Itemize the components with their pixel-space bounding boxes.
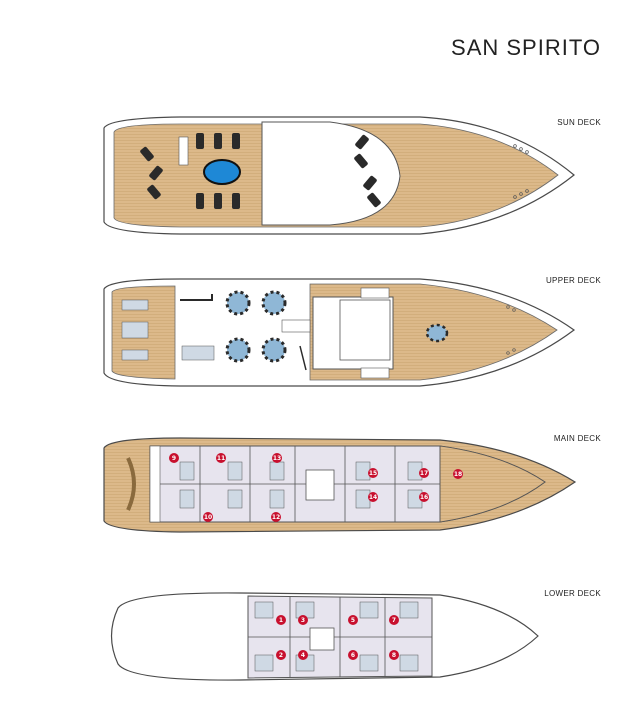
cabin-marker-1: 1 bbox=[276, 615, 286, 625]
svg-text:9: 9 bbox=[172, 455, 176, 462]
cabin-marker-5: 5 bbox=[348, 615, 358, 625]
svg-text:16: 16 bbox=[420, 494, 428, 501]
cabin-marker-15: 15 bbox=[368, 468, 378, 478]
svg-text:13: 13 bbox=[273, 455, 281, 462]
cabin-marker-12: 12 bbox=[271, 512, 281, 522]
svg-text:4: 4 bbox=[301, 652, 305, 659]
cabin-marker-9: 9 bbox=[169, 453, 179, 463]
svg-text:17: 17 bbox=[420, 470, 428, 477]
cabin-marker-17: 17 bbox=[419, 468, 429, 478]
svg-text:14: 14 bbox=[369, 494, 377, 501]
cabin-marker-7: 7 bbox=[389, 615, 399, 625]
svg-text:10: 10 bbox=[204, 514, 212, 521]
cabin-marker-10: 10 bbox=[203, 512, 213, 522]
svg-text:18: 18 bbox=[454, 471, 462, 478]
upper-deck bbox=[103, 278, 576, 387]
pool bbox=[203, 159, 241, 185]
svg-text:8: 8 bbox=[392, 652, 396, 659]
cabin-marker-8: 8 bbox=[389, 650, 399, 660]
svg-text:12: 12 bbox=[272, 514, 280, 521]
main-deck bbox=[103, 437, 577, 533]
main-deck-label: MAIN DECK bbox=[553, 434, 601, 443]
svg-text:11: 11 bbox=[217, 455, 225, 462]
lower-deck-label: LOWER DECK bbox=[544, 589, 601, 598]
upper-dining-tables bbox=[225, 290, 449, 363]
cabin-marker-2: 2 bbox=[276, 650, 286, 660]
cabin-marker-16: 16 bbox=[419, 492, 429, 502]
ship-title: SAN SPIRITO bbox=[451, 35, 601, 60]
svg-text:6: 6 bbox=[351, 652, 355, 659]
svg-text:2: 2 bbox=[279, 652, 283, 659]
sun-deck-label: SUN DECK bbox=[557, 118, 601, 127]
sun-deck-opening bbox=[261, 121, 401, 226]
cabin-marker-4: 4 bbox=[298, 650, 308, 660]
cabin-marker-3: 3 bbox=[298, 615, 308, 625]
cabin-marker-6: 6 bbox=[348, 650, 358, 660]
cabin-marker-18: 18 bbox=[453, 469, 463, 479]
svg-text:15: 15 bbox=[369, 470, 377, 477]
cabin-marker-14: 14 bbox=[368, 492, 378, 502]
svg-text:1: 1 bbox=[279, 617, 283, 624]
sun-loungers bbox=[140, 133, 381, 209]
cabin-marker-13: 13 bbox=[272, 453, 282, 463]
svg-text:3: 3 bbox=[301, 617, 305, 624]
cabin-marker-11: 11 bbox=[216, 453, 226, 463]
svg-text:7: 7 bbox=[392, 617, 396, 624]
upper-deck-label: UPPER DECK bbox=[545, 276, 601, 285]
sun-deck bbox=[103, 116, 575, 235]
lower-deck bbox=[110, 592, 539, 681]
svg-text:5: 5 bbox=[351, 617, 355, 624]
